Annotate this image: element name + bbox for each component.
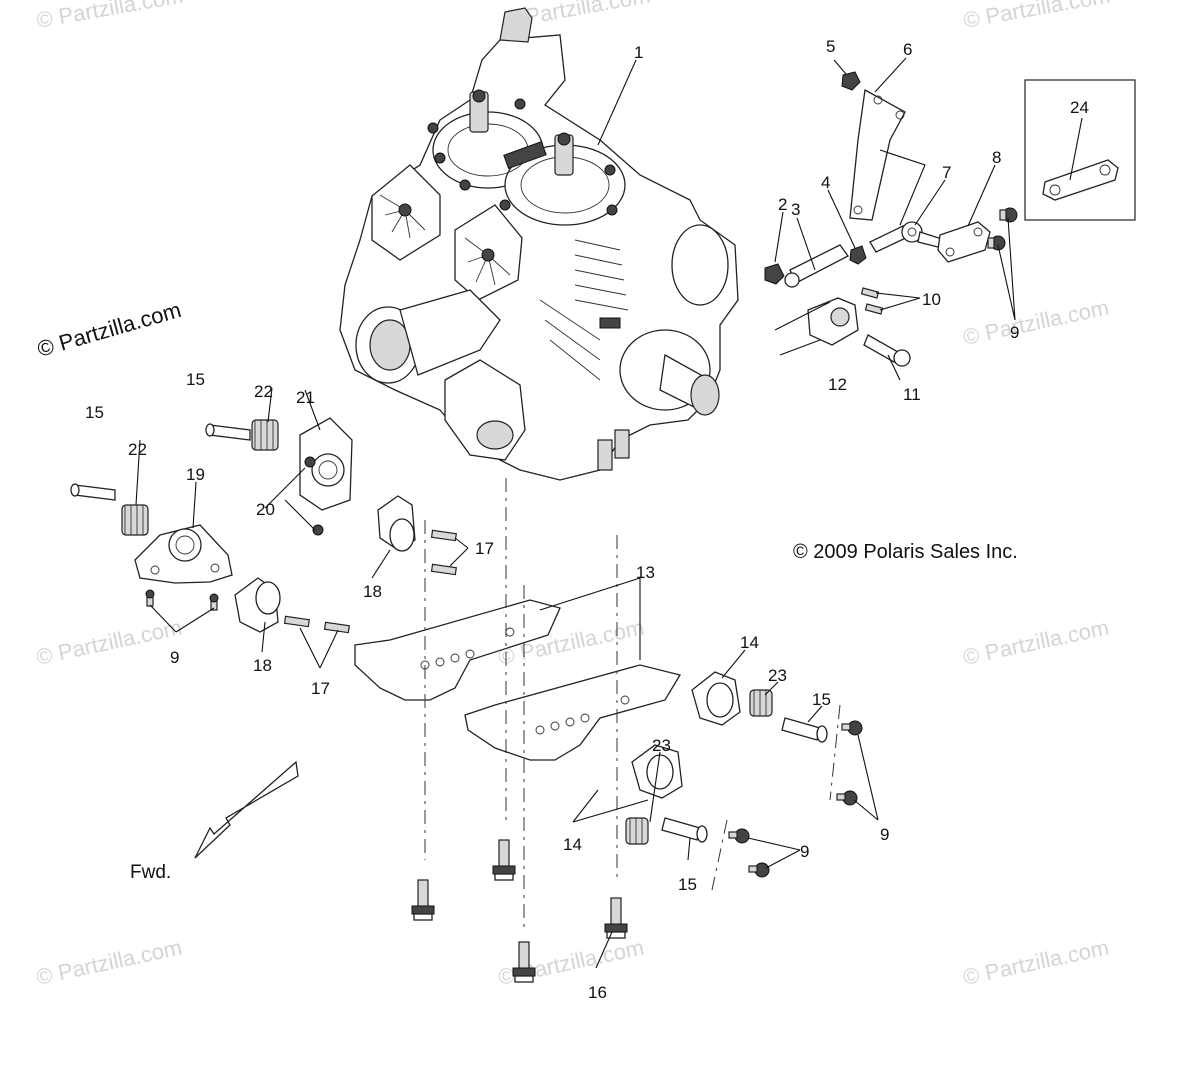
- callout-15-c: 15: [812, 690, 831, 709]
- centerlines: [424, 478, 841, 930]
- callout-15-a: 15: [186, 370, 205, 389]
- callout-9-lower: 9: [800, 842, 809, 861]
- callout-23-a: 23: [768, 666, 787, 685]
- callout-labels: 1 2 3 4 5 6 7 8 9 10 11 12 13 14 14 15 1…: [85, 37, 1089, 1002]
- callout-14-lower: 14: [563, 835, 582, 854]
- callout-4: 4: [821, 173, 830, 192]
- forward-label: Fwd.: [130, 862, 171, 883]
- callout-7: 7: [942, 163, 951, 182]
- callout-5: 5: [826, 37, 835, 56]
- callout-21: 21: [296, 388, 315, 407]
- left-mount-parts: [70, 417, 457, 634]
- callout-17-a: 17: [475, 539, 494, 558]
- callout-23-b: 23: [652, 736, 671, 755]
- callout-3: 3: [791, 200, 800, 219]
- callout-6: 6: [903, 40, 912, 59]
- callout-12: 12: [828, 375, 847, 394]
- callout-9-upper-right: 9: [1010, 323, 1019, 342]
- callout-18-b: 18: [253, 656, 272, 675]
- watermark-mid-right: © Partzilla.com: [961, 295, 1111, 350]
- callout-17-b: 17: [311, 679, 330, 698]
- copyright-text: © 2009 Polaris Sales Inc.: [793, 541, 1018, 563]
- bottom-bolts: [411, 839, 628, 983]
- callout-9-left: 9: [170, 648, 179, 667]
- engine-mount-brackets: [354, 599, 682, 761]
- callout-14-upper: 14: [740, 633, 759, 652]
- callout-19: 19: [186, 465, 205, 484]
- callout-18-a: 18: [363, 582, 382, 601]
- watermark-bottom-right: © Partzilla.com: [961, 935, 1111, 990]
- callout-9-right: 9: [880, 825, 889, 844]
- callout-20: 20: [256, 500, 275, 519]
- callout-2: 2: [778, 195, 787, 214]
- callout-15-b: 15: [85, 403, 104, 422]
- watermark-top-left: © Partzilla.com: [35, 0, 185, 33]
- callout-13: 13: [636, 563, 655, 582]
- callout-22-b: 22: [128, 440, 147, 459]
- leader-lines: [135, 57, 1083, 969]
- watermark-bottom-left: © Partzilla.com: [34, 935, 184, 990]
- upper-mount-parts: [764, 71, 1136, 367]
- callout-15-d: 15: [678, 875, 697, 894]
- callout-22-a: 22: [254, 382, 273, 401]
- callout-11: 11: [903, 385, 921, 404]
- callout-8: 8: [992, 148, 1001, 167]
- callout-16: 16: [588, 983, 607, 1002]
- watermark-right: © Partzilla.com: [961, 615, 1111, 670]
- forward-arrow-icon: [194, 760, 299, 859]
- engine-assembly: [339, 7, 739, 481]
- callout-1: 1: [634, 43, 643, 62]
- watermark-main: © Partzilla.com: [34, 297, 183, 362]
- watermark-top-right: © Partzilla.com: [962, 0, 1112, 33]
- callout-10: 10: [922, 290, 941, 309]
- callout-24: 24: [1070, 98, 1089, 117]
- watermark-left: © Partzilla.com: [34, 615, 184, 670]
